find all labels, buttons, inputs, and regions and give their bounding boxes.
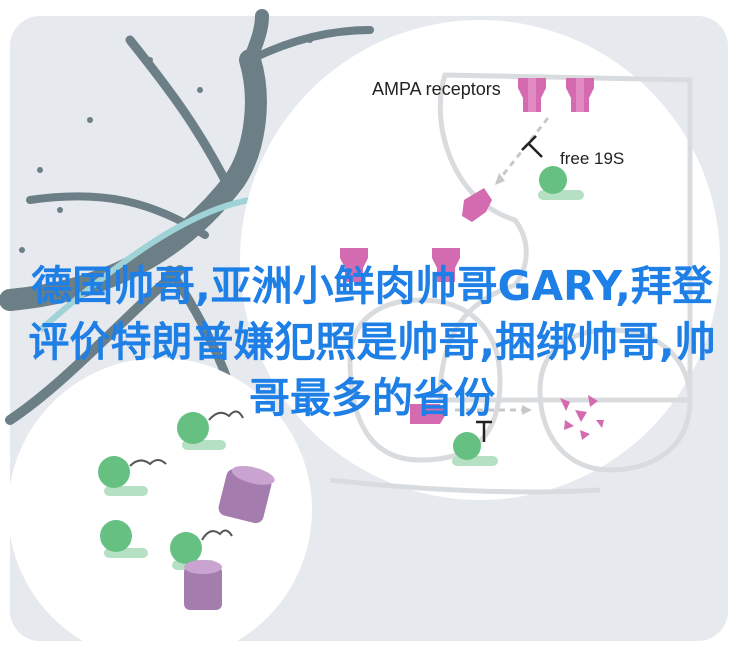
proteasome — [177, 410, 244, 450]
ampa-receptor — [462, 188, 492, 222]
arrow-head — [522, 405, 532, 415]
overlay-caption: 德国帅哥,亚洲小鲜肉帅哥GARY,拜登评价特朗普嫌犯照是帅哥,捆绑帅哥,帅哥最多… — [28, 262, 716, 422]
proteasome-barrel — [218, 465, 275, 524]
vesicle-right — [537, 327, 693, 473]
ampa-receptor — [518, 78, 546, 112]
ampa-receptors-label: AMPA receptors — [372, 79, 501, 99]
proteasome — [452, 432, 498, 466]
spine-membrane — [437, 72, 693, 403]
neuron-dendrite-nodes — [19, 37, 313, 253]
axon-highlight — [38, 197, 251, 333]
ampa-receptor — [432, 248, 460, 282]
proteasome — [100, 520, 148, 558]
synapse-zoom-circle — [240, 20, 720, 500]
membrane-line — [329, 477, 601, 495]
proteasome — [538, 166, 584, 200]
proteasome-zoom-circle — [8, 358, 312, 657]
vesicle-left — [347, 297, 503, 463]
ampa-receptor — [340, 248, 368, 282]
inhibition-marker — [476, 135, 543, 442]
proteasome — [98, 456, 167, 496]
trafficking-arrows — [455, 117, 550, 412]
ampa-receptor — [566, 78, 594, 112]
free-19s-label: free 19S — [560, 149, 625, 168]
proteasome-barrel — [184, 560, 222, 610]
arrow-head — [495, 173, 505, 185]
degraded-receptor-fragments — [560, 395, 604, 440]
ampa-receptor — [410, 404, 446, 424]
